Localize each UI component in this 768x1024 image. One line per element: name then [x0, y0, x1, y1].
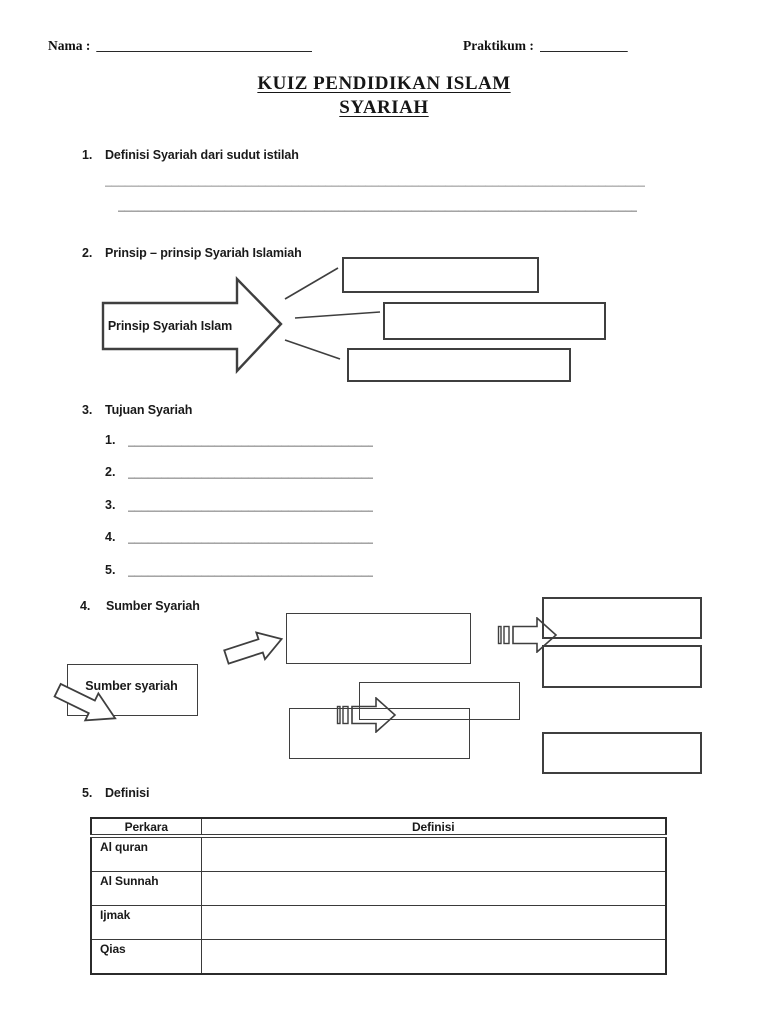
- source-answer-box-4: [542, 597, 702, 639]
- block-right-arrow-shape: [101, 276, 283, 374]
- table-cell-definisi: [200, 905, 667, 940]
- source-answer-box-6: [542, 732, 702, 774]
- objective-item-1-number: 1.: [105, 433, 116, 447]
- up-right-arrow-shape: [223, 631, 284, 665]
- objective-item-2-number: 2.: [105, 465, 116, 479]
- objective-item-3-number: 3.: [105, 498, 116, 512]
- question-2-number: 2.: [82, 246, 93, 260]
- name-label: Nama :: [48, 38, 91, 53]
- question-2-heading: 2. Prinsip – prinsip Syariah Islamiah: [82, 246, 302, 260]
- source-answer-box-3: [289, 708, 470, 759]
- table-header-row: Perkara Definisi: [90, 817, 667, 838]
- title-line-1: KUIZ PENDIDIKAN ISLAM: [257, 73, 511, 94]
- name-field-row: Nama : ________________________________: [48, 38, 312, 54]
- principle-answer-box-2: [383, 302, 606, 340]
- table-header-perkara: Perkara: [90, 817, 202, 838]
- question-5-heading: 5. Definisi: [82, 786, 149, 800]
- question-4-number: 4.: [80, 599, 91, 613]
- definition-table: Perkara Definisi Al quran Al Sunnah Ijma…: [90, 817, 667, 975]
- source-answer-box-5: [542, 645, 702, 688]
- name-blank-line: ________________________________: [96, 38, 313, 53]
- question-3-label: Tujuan Syariah: [105, 403, 193, 417]
- principle-answer-box-1: [342, 257, 539, 293]
- objective-item-4: 4. _____________________________________…: [105, 530, 373, 547]
- objective-item-4-number: 4.: [105, 530, 116, 544]
- table-cell-definisi: [200, 871, 667, 906]
- objective-item-2-line: ______________________________________: [128, 465, 373, 479]
- objective-item-3-line: ______________________________________: [128, 498, 373, 512]
- question-1-label: Definisi Syariah dari sudut istilah: [105, 148, 299, 162]
- connector-lines: [284, 267, 381, 360]
- question-1-heading: 1. Definisi Syariah dari sudut istilah: [82, 148, 299, 162]
- table-row: Ijmak: [90, 905, 667, 940]
- question-4-heading: 4. Sumber Syariah: [80, 599, 200, 613]
- principle-answer-box-3: [347, 348, 571, 382]
- objective-item-5: 5. _____________________________________…: [105, 563, 373, 580]
- objective-item-2: 2. _____________________________________…: [105, 465, 373, 482]
- table-row: Al quran: [90, 835, 667, 872]
- striped-right-arrow-center: [336, 697, 397, 733]
- table-cell-definisi: [200, 835, 667, 872]
- source-answer-box-2: [359, 682, 520, 720]
- objective-item-3: 3. _____________________________________…: [105, 498, 373, 515]
- table-header-definisi: Definisi: [200, 817, 667, 838]
- table-row: Qias: [90, 939, 667, 975]
- objective-item-4-line: ______________________________________: [128, 530, 373, 544]
- document-title: KUIZ PENDIDIKAN ISLAM SYARIAH: [0, 72, 768, 120]
- question-3-heading: 3. Tujuan Syariah: [82, 403, 192, 417]
- table-cell-perkara: Al Sunnah: [90, 871, 202, 906]
- source-answer-box-1: [286, 613, 471, 664]
- table-cell-definisi: [200, 939, 667, 975]
- title-line-2: SYARIAH: [339, 97, 429, 118]
- principle-arrow-label: Prinsip Syariah Islam: [107, 319, 233, 333]
- table-cell-perkara: Qias: [90, 939, 202, 975]
- question-1-number: 1.: [82, 148, 93, 162]
- answer-line-2: ________________________________________…: [118, 198, 637, 212]
- question-5-number: 5.: [82, 786, 93, 800]
- question-3-number: 3.: [82, 403, 93, 417]
- objective-item-5-number: 5.: [105, 563, 116, 577]
- objective-item-1: 1. _____________________________________…: [105, 433, 373, 450]
- praktikum-field-row: Praktikum : _____________: [463, 38, 631, 54]
- objective-item-1-line: ______________________________________: [128, 433, 373, 447]
- source-label: Sumber syariah: [85, 679, 178, 693]
- table-row: Al Sunnah: [90, 871, 667, 906]
- table-cell-perkara: Al quran: [90, 835, 202, 872]
- question-2-label: Prinsip – prinsip Syariah Islamiah: [105, 246, 302, 260]
- down-right-arrow-shape: [53, 682, 117, 722]
- objective-item-5-line: ______________________________________: [128, 563, 373, 577]
- question-5-label: Definisi: [105, 786, 150, 800]
- table-cell-perkara: Ijmak: [90, 905, 202, 940]
- striped-right-arrow-right: [497, 617, 558, 653]
- answer-line-1: ________________________________________…: [105, 173, 645, 187]
- praktikum-blank-line: _____________: [539, 38, 628, 53]
- question-4-label: Sumber Syariah: [106, 599, 200, 613]
- praktikum-label: Praktikum :: [463, 38, 534, 53]
